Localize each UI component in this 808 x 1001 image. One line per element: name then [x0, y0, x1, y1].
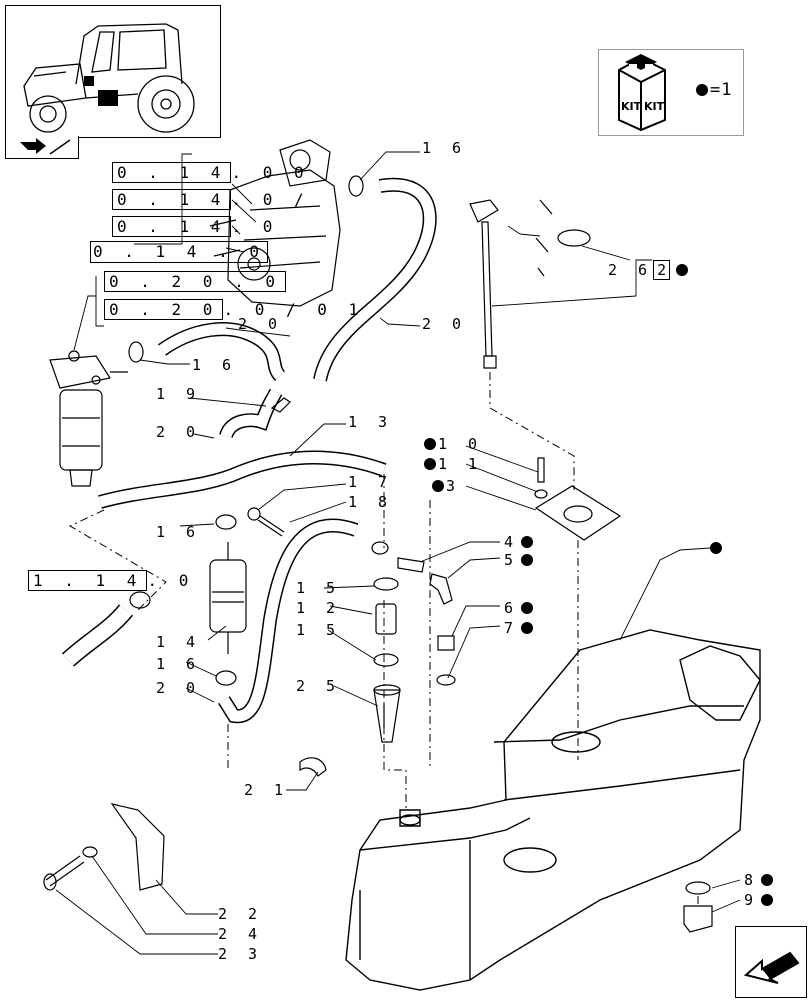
callout-26-text: 2 6	[608, 261, 654, 279]
ref-box-0-14-00[interactable]: 0 . 1 4. 0 0	[112, 162, 310, 183]
callout-15[interactable]: 1 5	[296, 621, 342, 639]
callout-11[interactable]: 1 1	[422, 456, 483, 472]
callout-15[interactable]: 1 5	[296, 579, 342, 597]
callout-11-text: 1 1	[438, 455, 484, 473]
callout-6-text: 6	[504, 599, 520, 617]
kit-dot-icon	[424, 438, 436, 450]
callout-6[interactable]: 6	[504, 600, 535, 616]
callout-24[interactable]: 2 4	[218, 925, 264, 943]
callout-4[interactable]: 4	[504, 534, 535, 550]
ref-box-part: 0 . 1 4	[112, 162, 232, 183]
kit-quantity: =1	[694, 80, 732, 100]
ref-box-suffix: . 0 0	[231, 163, 310, 182]
callout-9-text: 9	[744, 891, 760, 909]
callout-9[interactable]: 9	[744, 892, 775, 908]
ref-box-suffix: . 0 / 0 1	[223, 300, 365, 319]
callout-8[interactable]: 8	[744, 872, 775, 888]
kit-text-left: KIT	[621, 100, 642, 113]
ref-box-0-14-0[interactable]: 0 . 1 4. 0	[112, 216, 279, 237]
callout-26-box: 2	[653, 260, 671, 280]
ref-box-1-14-0[interactable]: 1 . 1 4. 0	[28, 570, 195, 591]
ref-box-part: 0 . 1 4	[112, 216, 232, 237]
tractor-icon	[23, 23, 195, 133]
callout-3-text: 3	[446, 477, 462, 495]
arrow-right-icon	[20, 138, 71, 155]
callout-19[interactable]: 1 9	[156, 385, 202, 403]
kit-dot-icon	[710, 542, 722, 554]
callout-7-text: 7	[504, 619, 520, 637]
kit-text-right: KIT	[644, 100, 665, 113]
kit-dot-icon	[676, 264, 689, 276]
callout-18[interactable]: 1 8	[348, 493, 394, 511]
callout-16[interactable]: 1 6	[422, 139, 468, 157]
fuel-filter-housing	[49, 350, 128, 487]
ref-box-part: 0 . 1 4	[112, 189, 232, 210]
callout-22[interactable]: 2 2	[218, 905, 264, 923]
callout-20[interactable]: 2 0	[238, 315, 284, 333]
callout-25[interactable]: 2 5	[296, 677, 342, 695]
ref-box-part: 0 . 1 4 . 0	[93, 242, 265, 261]
engine-illustration	[209, 139, 341, 307]
back-nav-button[interactable]	[735, 926, 807, 998]
callout-21[interactable]: 2 1	[244, 781, 290, 799]
kit-dot-icon	[521, 602, 534, 614]
tractor-thumbnail[interactable]	[5, 5, 221, 138]
ref-box-suffix: . 0	[231, 217, 279, 236]
ref-box-0-14-0-full[interactable]: 0 . 1 4 . 0	[90, 241, 268, 263]
callout-10[interactable]: 1 0	[422, 436, 483, 452]
callout-5-text: 5	[504, 551, 520, 569]
callout-20[interactable]: 2 0	[156, 423, 202, 441]
kit-dot-icon	[432, 480, 444, 492]
callout-16[interactable]: 1 6	[156, 655, 202, 673]
kit-dot-icon	[761, 894, 774, 906]
kit-dot-icon	[761, 874, 774, 886]
kit-box-icon: KIT KIT	[618, 54, 666, 132]
callout-20[interactable]: 2 0	[422, 315, 468, 333]
callout-13[interactable]: 1 3	[348, 413, 394, 431]
ref-box-part: 0 . 2 0 . 0	[104, 271, 286, 292]
callout-7[interactable]: 7	[504, 620, 535, 636]
ref-box-part: 1 . 1 4	[28, 570, 148, 591]
ref-box-0-14-0-slash[interactable]: 0 . 1 4. 0 /	[112, 189, 310, 210]
nav-tab[interactable]	[5, 136, 79, 159]
callout-8-text: 8	[744, 871, 760, 889]
callout-16[interactable]: 1 6	[156, 523, 202, 541]
callout-5[interactable]: 5	[504, 552, 535, 568]
callout-3[interactable]: 3	[430, 478, 461, 494]
kit-dot-icon	[696, 84, 708, 96]
callout-4-text: 4	[504, 533, 520, 551]
callout-16[interactable]: 1 6	[192, 356, 238, 374]
kit-dot-icon	[521, 536, 534, 548]
kit-equals-text: =1	[710, 80, 733, 100]
kit-dot-icon	[424, 458, 436, 470]
ref-box-suffix: . 0 /	[231, 190, 310, 209]
ref-box-0-20-0[interactable]: 0 . 2 0 . 0	[104, 271, 286, 292]
ref-box-part: 0 . 2 0	[104, 299, 224, 320]
kit-dot-icon	[521, 554, 534, 566]
fuel-tank	[345, 629, 761, 991]
callout-10-text: 1 0	[438, 435, 484, 453]
kit-dot-icon	[521, 622, 534, 634]
ref-box-0-20-0-01[interactable]: 0 . 2 0. 0 / 0 1	[104, 299, 365, 320]
callout-tank[interactable]	[708, 540, 724, 556]
kit-legend-panel: KIT KIT	[598, 49, 744, 136]
callout-20[interactable]: 2 0	[156, 679, 202, 697]
ref-box-suffix: . 0	[147, 571, 195, 590]
arrow-down-left-icon	[743, 951, 800, 984]
callout-12[interactable]: 1 2	[296, 599, 342, 617]
callout-14[interactable]: 1 4	[156, 633, 202, 651]
callout-17[interactable]: 1 7	[348, 473, 394, 491]
callout-23[interactable]: 2 3	[218, 945, 264, 963]
